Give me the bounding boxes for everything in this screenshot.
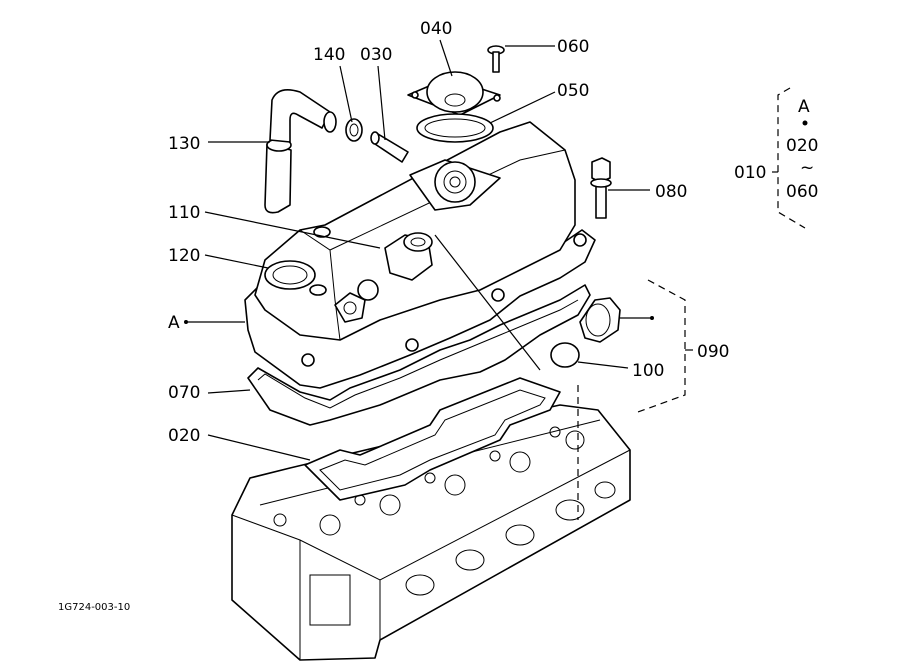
label-030: 030 (360, 45, 392, 65)
label-080: 080 (655, 182, 687, 202)
label-010: 010 (734, 163, 766, 183)
label-130: 130 (168, 134, 200, 154)
cover-gasket (247, 284, 591, 426)
group-bracket-090 (637, 279, 686, 413)
label-group-tilde: ~ (800, 158, 814, 178)
label-group-060: 060 (786, 182, 818, 202)
label-070: 070 (168, 383, 200, 403)
label-120: 120 (168, 246, 200, 266)
figure-code: 1G724-003-10 (58, 602, 130, 613)
label-020: 020 (168, 426, 200, 446)
pipe-030 (370, 131, 409, 163)
bolt-080 (590, 157, 612, 219)
label-group-020: 020 (786, 136, 818, 156)
label-040: 040 (420, 19, 452, 39)
screw-060 (487, 45, 505, 73)
plug-fitting (334, 292, 366, 323)
label-100: 100 (632, 361, 664, 381)
gasket-050 (416, 113, 494, 143)
adapter-110 (384, 232, 433, 281)
clamp-140 (345, 118, 363, 142)
breather-cap-040 (407, 71, 501, 116)
group-dot (802, 120, 808, 126)
group-bracket-010 (777, 87, 806, 229)
valve-cover (244, 121, 596, 389)
label-110: 110 (168, 203, 200, 223)
label-050: 050 (557, 81, 589, 101)
label-140: 140 (313, 45, 345, 65)
o-ring-small (357, 279, 379, 301)
label-ref-a: A (168, 313, 180, 333)
hose-130 (264, 89, 337, 214)
o-ring-100 (550, 342, 580, 368)
head-gasket (304, 377, 561, 501)
leader-lines (184, 39, 654, 461)
oil-cap-090 (579, 297, 621, 343)
label-060: 060 (557, 37, 589, 57)
label-090: 090 (697, 342, 729, 362)
label-group-a: A (798, 97, 810, 117)
